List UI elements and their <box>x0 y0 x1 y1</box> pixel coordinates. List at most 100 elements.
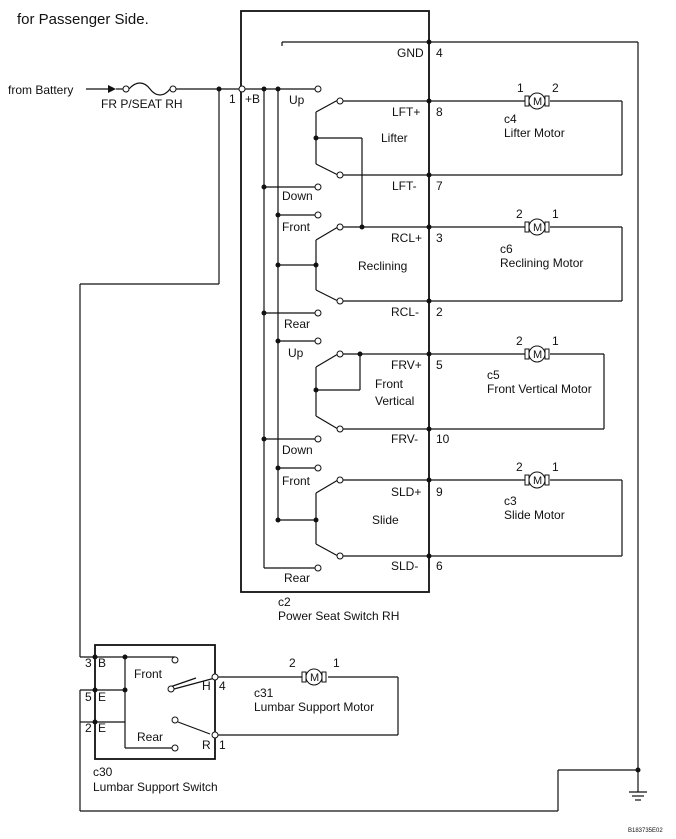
lumbar-motor-code: c31 <box>254 686 274 700</box>
switch-c2-pin-number: 1 <box>229 92 236 106</box>
lifter-motor-symbol: M <box>524 92 550 110</box>
lumbar-switch-wiring <box>79 645 216 811</box>
lifter-down-label: Down <box>282 189 313 203</box>
c30-pin-h-number: 4 <box>219 679 226 693</box>
lifter-motor-code: c4 <box>504 112 517 126</box>
power-bus <box>245 86 316 569</box>
reclining-rear-label: Rear <box>284 317 310 331</box>
lumbar-feed-wire <box>79 86 222 645</box>
pin-lft-plus-name: LFT+ <box>392 105 420 119</box>
lumbar-motor-wiring <box>211 673 399 739</box>
pin-sld-minus-number: 6 <box>436 559 443 573</box>
lifter-switch <box>313 85 432 226</box>
front-vertical-motor-symbol: M <box>524 345 550 363</box>
reclining-name: Reclining <box>358 259 407 273</box>
lifter-motor-name: Lifter Motor <box>504 126 565 140</box>
c30-pin-e2-name: E <box>98 721 106 735</box>
pin-sld-plus-number: 9 <box>436 485 443 499</box>
c30-pin-e1-name: E <box>98 690 106 704</box>
c30-pin-b-number: 3 <box>85 656 92 670</box>
fuse-symbol <box>116 82 242 96</box>
slide-name: Slide <box>372 513 399 527</box>
pin-frv-plus-name: FRV+ <box>391 358 422 372</box>
front-vertical-switch <box>313 337 432 443</box>
switch-c2-pin-name: +B <box>245 92 260 106</box>
pin-rcl-minus-number: 2 <box>436 305 443 319</box>
c30-pin-r-number: 1 <box>219 738 226 752</box>
pin-frv-plus-number: 5 <box>436 358 443 372</box>
lifter-up-label: Up <box>289 93 305 107</box>
switch-c30-name: Lumbar Support Switch <box>93 780 218 794</box>
slide-motor-pin-left: 2 <box>516 460 523 474</box>
front-vertical-motor-pin-left: 2 <box>516 334 523 348</box>
c30-pin-e1-number: 5 <box>85 690 92 704</box>
pin-lft-minus-name: LFT- <box>392 179 417 193</box>
slide-front-label: Front <box>282 474 311 488</box>
slide-motor-name: Slide Motor <box>504 508 565 522</box>
pin-lft-plus-number: 8 <box>436 105 443 119</box>
pin-gnd-number: 4 <box>436 46 443 60</box>
lifter-motor-m: M <box>533 96 542 108</box>
lumbar-rear-label: Rear <box>137 730 163 744</box>
ground-rail <box>281 39 641 792</box>
fuse-label: FR P/SEAT RH <box>101 97 183 111</box>
pin-rcl-minus-name: RCL- <box>391 305 419 319</box>
pin-frv-minus-name: FRV- <box>391 432 418 446</box>
front-vertical-name-line2: Vertical <box>375 394 414 408</box>
c30-pin-b-name: B <box>98 656 106 670</box>
reclining-front-label: Front <box>282 220 311 234</box>
lumbar-motor-m: M <box>310 672 319 684</box>
slide-motor-pin-right: 1 <box>552 460 559 474</box>
document-id: B183735E02 <box>628 828 663 834</box>
front-vertical-motor-name: Front Vertical Motor <box>487 382 592 396</box>
slide-motor-symbol: M <box>524 471 550 489</box>
pin-lft-minus-number: 7 <box>436 179 443 193</box>
lumbar-motor-name: Lumbar Support Motor <box>254 700 374 714</box>
front-vertical-motor-m: M <box>533 349 542 361</box>
slide-rear-label: Rear <box>284 571 310 585</box>
pin-rcl-plus-number: 3 <box>436 231 443 245</box>
reclining-motor-pin-left: 2 <box>516 207 523 221</box>
slide-motor-wiring <box>429 479 623 557</box>
c30-pin-h-name: H <box>202 679 211 693</box>
battery-label: from Battery <box>8 83 73 97</box>
switch-c30-code: c30 <box>93 765 113 779</box>
switch-c2-terminal-b <box>238 85 246 93</box>
lifter-motor-wiring <box>429 100 623 176</box>
slide-motor-code: c3 <box>504 494 517 508</box>
lumbar-front-label: Front <box>134 667 163 681</box>
lumbar-motor-symbol: M <box>301 668 327 686</box>
pin-rcl-plus-name: RCL+ <box>391 231 422 245</box>
front-vertical-up-label: Up <box>288 346 304 360</box>
diagram-title: for Passenger Side. <box>17 11 149 28</box>
lifter-name: Lifter <box>381 131 408 145</box>
reclining-motor-m: M <box>533 222 542 234</box>
c30-pin-r-name: R <box>202 738 211 752</box>
battery-arrow <box>86 85 116 93</box>
slide-motor-m: M <box>533 475 542 487</box>
pin-sld-minus-name: SLD- <box>391 559 418 573</box>
lifter-motor-pin-left: 1 <box>517 81 524 95</box>
ground-return-wire <box>80 770 559 812</box>
reclining-motor-wiring <box>429 226 623 302</box>
reclining-motor-symbol: M <box>524 218 550 236</box>
pin-gnd-name: GND <box>397 46 424 60</box>
pin-frv-minus-number: 10 <box>436 432 450 446</box>
lumbar-motor-pin-left: 2 <box>289 656 296 670</box>
front-vertical-name-line1: Front <box>375 377 404 391</box>
lumbar-switch-box <box>94 644 216 760</box>
front-vertical-down-label: Down <box>282 443 313 457</box>
reclining-motor-pin-right: 1 <box>552 207 559 221</box>
front-vertical-motor-wiring <box>429 353 605 430</box>
switch-c2-name: Power Seat Switch RH <box>278 609 399 623</box>
ground-icon <box>629 791 647 801</box>
reclining-motor-name: Reclining Motor <box>500 256 583 270</box>
lifter-motor-pin-right: 2 <box>552 81 559 95</box>
lumbar-motor-pin-right: 1 <box>333 656 340 670</box>
switch-c2-code: c2 <box>278 595 291 609</box>
front-vertical-motor-pin-right: 1 <box>552 334 559 348</box>
reclining-motor-code: c6 <box>500 242 513 256</box>
front-vertical-motor-code: c5 <box>487 368 500 382</box>
pin-sld-plus-name: SLD+ <box>391 485 421 499</box>
